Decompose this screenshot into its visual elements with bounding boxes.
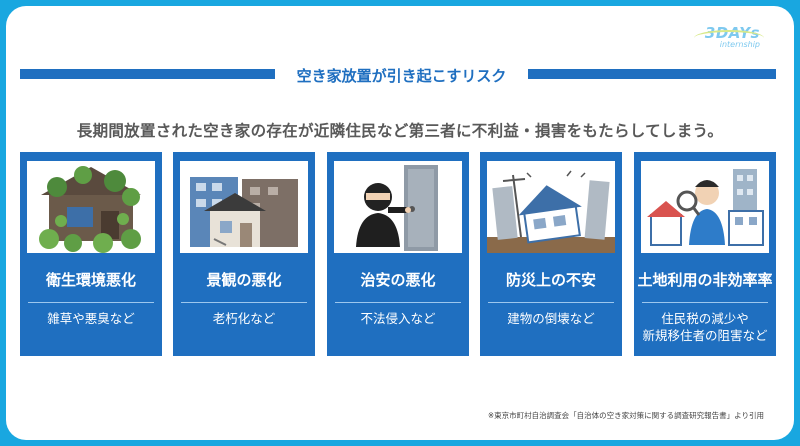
card-title: 衛生環境悪化 — [45, 271, 136, 289]
card-title: 防災上の不安 — [505, 271, 596, 289]
decayed-buildings-icon — [180, 161, 308, 253]
card-desc: 不法侵入など — [327, 310, 469, 327]
card-desc-line: 住民税の減少や — [661, 311, 749, 326]
section-title: 空き家放置が引き起こすリスク — [296, 67, 507, 85]
logo-swoosh — [694, 30, 764, 46]
section-title-row: 空き家放置が引き起こすリスク — [20, 66, 776, 85]
card-title: 景観の悪化 — [206, 271, 282, 289]
burglar-icon — [334, 161, 462, 253]
card-divider — [642, 302, 768, 303]
card-desc-line: 雑草や悪臭など — [47, 311, 135, 326]
overgrown-house-icon — [27, 161, 155, 253]
card-desc: 老朽化など — [173, 310, 315, 327]
card-divider — [488, 302, 614, 303]
risk-card-hygiene: 衛生環境悪化 雑草や悪臭など — [20, 152, 162, 356]
slide: 3DAYs internship 空き家放置が引き起こすリスク 長期間放置された… — [6, 6, 794, 440]
card-divider — [181, 302, 307, 303]
card-title: 土地利用の非効率率 — [637, 271, 773, 289]
card-desc: 建物の倒壊など — [480, 310, 622, 327]
card-title: 治安の悪化 — [360, 271, 436, 289]
title-bar-right — [528, 69, 776, 79]
card-divider — [335, 302, 461, 303]
card-desc: 雑草や悪臭など — [20, 310, 162, 327]
brand-logo: 3DAYs internship — [694, 24, 764, 49]
card-divider — [28, 302, 154, 303]
card-desc-line: 老朽化など — [212, 311, 276, 326]
risk-card-disaster: 防災上の不安 建物の倒壊など — [480, 152, 622, 356]
risk-card-land-use: 土地利用の非効率率 住民税の減少や 新規移住者の阻害など — [634, 152, 776, 356]
card-desc-line: 建物の倒壊など — [507, 311, 595, 326]
risk-cards: 衛生環境悪化 雑草や悪臭など — [20, 152, 776, 356]
footnote: ※東京市町村自治調査会「自治体の空き家対策に関する調査研究報告書」より引用 — [487, 411, 764, 420]
land-inspection-icon — [641, 161, 769, 253]
risk-card-scenery: 景観の悪化 老朽化など — [173, 152, 315, 356]
card-desc: 住民税の減少や 新規移住者の阻害など — [634, 310, 776, 344]
title-bar-left — [20, 69, 275, 79]
card-desc-line: 不法侵入など — [360, 311, 436, 326]
subtitle: 長期間放置された空き家の存在が近隣住民など第三者に不利益・損害をもたらしてしまう… — [76, 122, 724, 140]
card-desc-line: 新規移住者の阻害など — [642, 328, 768, 343]
collapsing-house-icon — [487, 161, 615, 253]
risk-card-security: 治安の悪化 不法侵入など — [327, 152, 469, 356]
